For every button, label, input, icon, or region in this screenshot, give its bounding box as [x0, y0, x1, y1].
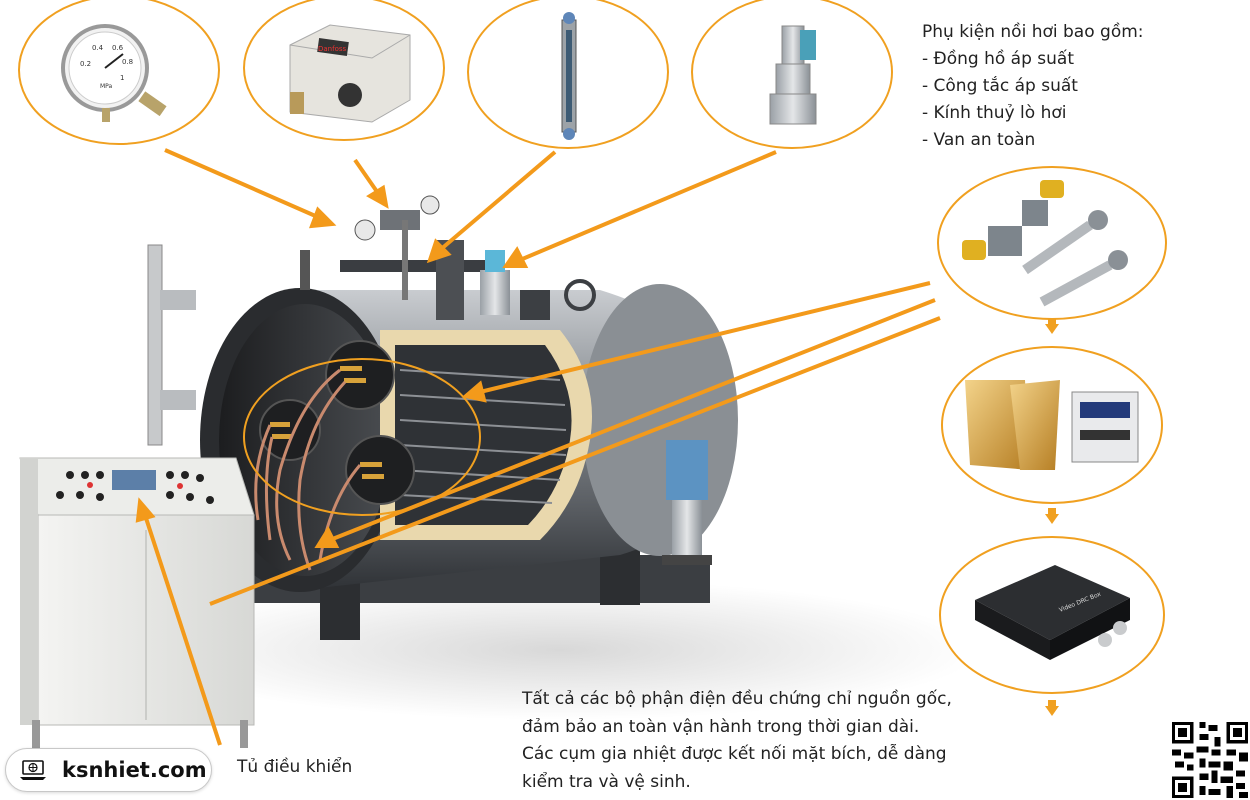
accessories-title: Phụ kiện nồi hơi bao gồm:: [922, 22, 1144, 42]
flow-down-arrows: [1045, 318, 1059, 716]
gauge-tick: 0.6: [112, 44, 124, 52]
gauge-unit: MPa: [100, 83, 113, 90]
copper-contactor-picture: [965, 380, 1139, 470]
description-line: kiểm tra và vệ sinh.: [522, 771, 691, 792]
pointer-arrows: [135, 148, 941, 746]
pressure-switch-picture: Danfoss: [289, 24, 411, 123]
heating-rods-picture: [962, 180, 1128, 307]
description-line: đảm bảo an toàn vận hành trong thời gian…: [522, 716, 920, 737]
brand-name: ksnhiet.com: [62, 758, 207, 782]
pressure-gauge-picture: 0.2 0.4 0.6 0.8 1 MPa: [61, 24, 167, 122]
safety-valve-picture: [769, 25, 817, 125]
control-cabinet-label: Tủ điều khiển: [237, 757, 353, 777]
brand-badge[interactable]: ksnhiet.com: [5, 748, 212, 792]
laptop-globe-icon: [20, 760, 46, 780]
accessory-item: - Đồng hồ áp suất: [922, 49, 1074, 69]
gauge-tick: 1: [120, 74, 124, 82]
gauge-tick: 0.2: [80, 60, 91, 68]
sight-glass-picture: [561, 12, 577, 140]
description-block: Tất cả các bộ phận điện đều chứng chỉ ng…: [522, 686, 982, 796]
accessory-item: - Công tắc áp suất: [922, 76, 1078, 96]
heating-zone-highlight: [243, 358, 481, 516]
feed-pump: [662, 440, 712, 565]
boiler-hatch-door: [147, 244, 196, 446]
gauge-tick: 0.4: [92, 44, 104, 52]
description-line: Tất cả các bộ phận điện đều chứng chỉ ng…: [522, 689, 952, 709]
control-cabinet: [19, 457, 255, 748]
description-line: Các cụm gia nhiệt được kết nối mặt bích,…: [522, 744, 947, 764]
gauge-tick: 0.8: [122, 58, 133, 66]
heating-element-flange: [254, 340, 415, 571]
accessories-list: - Đồng hồ áp suất - Công tắc áp suất - K…: [922, 46, 1078, 154]
qr-code-icon: [1172, 722, 1248, 798]
drc-box-picture: Video DRC Box: [975, 565, 1130, 660]
switch-logo-text: Danfoss: [318, 45, 347, 53]
accessory-item: - Van an toàn: [922, 130, 1036, 150]
accessory-item: - Kính thuỷ lò hơi: [922, 103, 1067, 123]
